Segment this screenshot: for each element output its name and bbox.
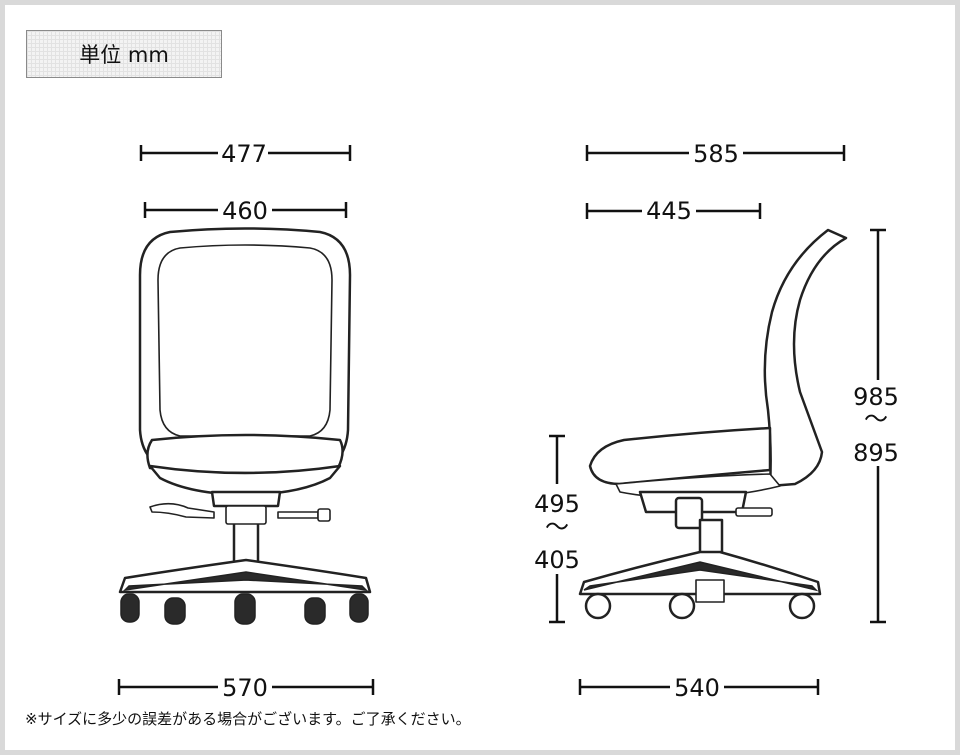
label-front-top-width: 477 xyxy=(221,140,267,168)
front-seat-shell xyxy=(148,464,342,497)
caster-3 xyxy=(234,593,256,625)
label-seat-range-mark: 〜 xyxy=(545,513,569,541)
label-height-range-mark: 〜 xyxy=(864,405,888,433)
label-side-total-depth: 585 xyxy=(693,140,739,168)
side-caster-1 xyxy=(584,592,612,620)
caster-5 xyxy=(349,593,369,623)
caster-2 xyxy=(164,597,186,625)
front-right-lever xyxy=(277,511,319,519)
label-front-base-width: 570 xyxy=(222,674,268,702)
front-lever-knob xyxy=(317,508,331,522)
front-left-lever xyxy=(149,502,215,519)
side-base-hub xyxy=(695,579,725,603)
label-height-max: 985 xyxy=(853,383,899,411)
label-height-min: 895 xyxy=(853,439,899,467)
front-view-chair xyxy=(118,227,372,625)
front-base-spokes xyxy=(122,571,369,592)
side-casters xyxy=(584,592,816,620)
front-backrest-inner xyxy=(157,244,333,437)
side-caster-3 xyxy=(788,592,816,620)
dimension-labels: 477 460 570 585 445 540 985 〜 895 495 〜 … xyxy=(218,138,899,702)
disclaimer-note: ※サイズに多少の誤差がある場合がございます。ご了承ください。 xyxy=(25,710,471,728)
side-lever xyxy=(735,507,773,517)
front-seat-cushion xyxy=(146,433,344,475)
side-backrest xyxy=(763,228,848,488)
side-base-spokes xyxy=(583,561,819,592)
side-view-chair xyxy=(578,228,848,620)
side-caster-2 xyxy=(668,592,696,620)
label-side-base-depth: 540 xyxy=(674,674,720,702)
front-mechanism xyxy=(210,490,282,508)
side-base xyxy=(578,550,822,596)
unit-label: 単位 mm xyxy=(26,30,222,78)
label-front-seat-width: 460 xyxy=(222,197,268,225)
front-gas-top xyxy=(225,505,267,525)
front-casters xyxy=(120,593,369,625)
label-side-seat-depth: 445 xyxy=(646,197,692,225)
caster-4 xyxy=(304,597,326,625)
label-seat-height-max: 495 xyxy=(534,490,580,518)
label-seat-height-min: 405 xyxy=(534,546,580,574)
caster-1 xyxy=(120,593,140,623)
side-gas-top xyxy=(674,496,704,530)
side-gas-lift xyxy=(698,518,724,558)
